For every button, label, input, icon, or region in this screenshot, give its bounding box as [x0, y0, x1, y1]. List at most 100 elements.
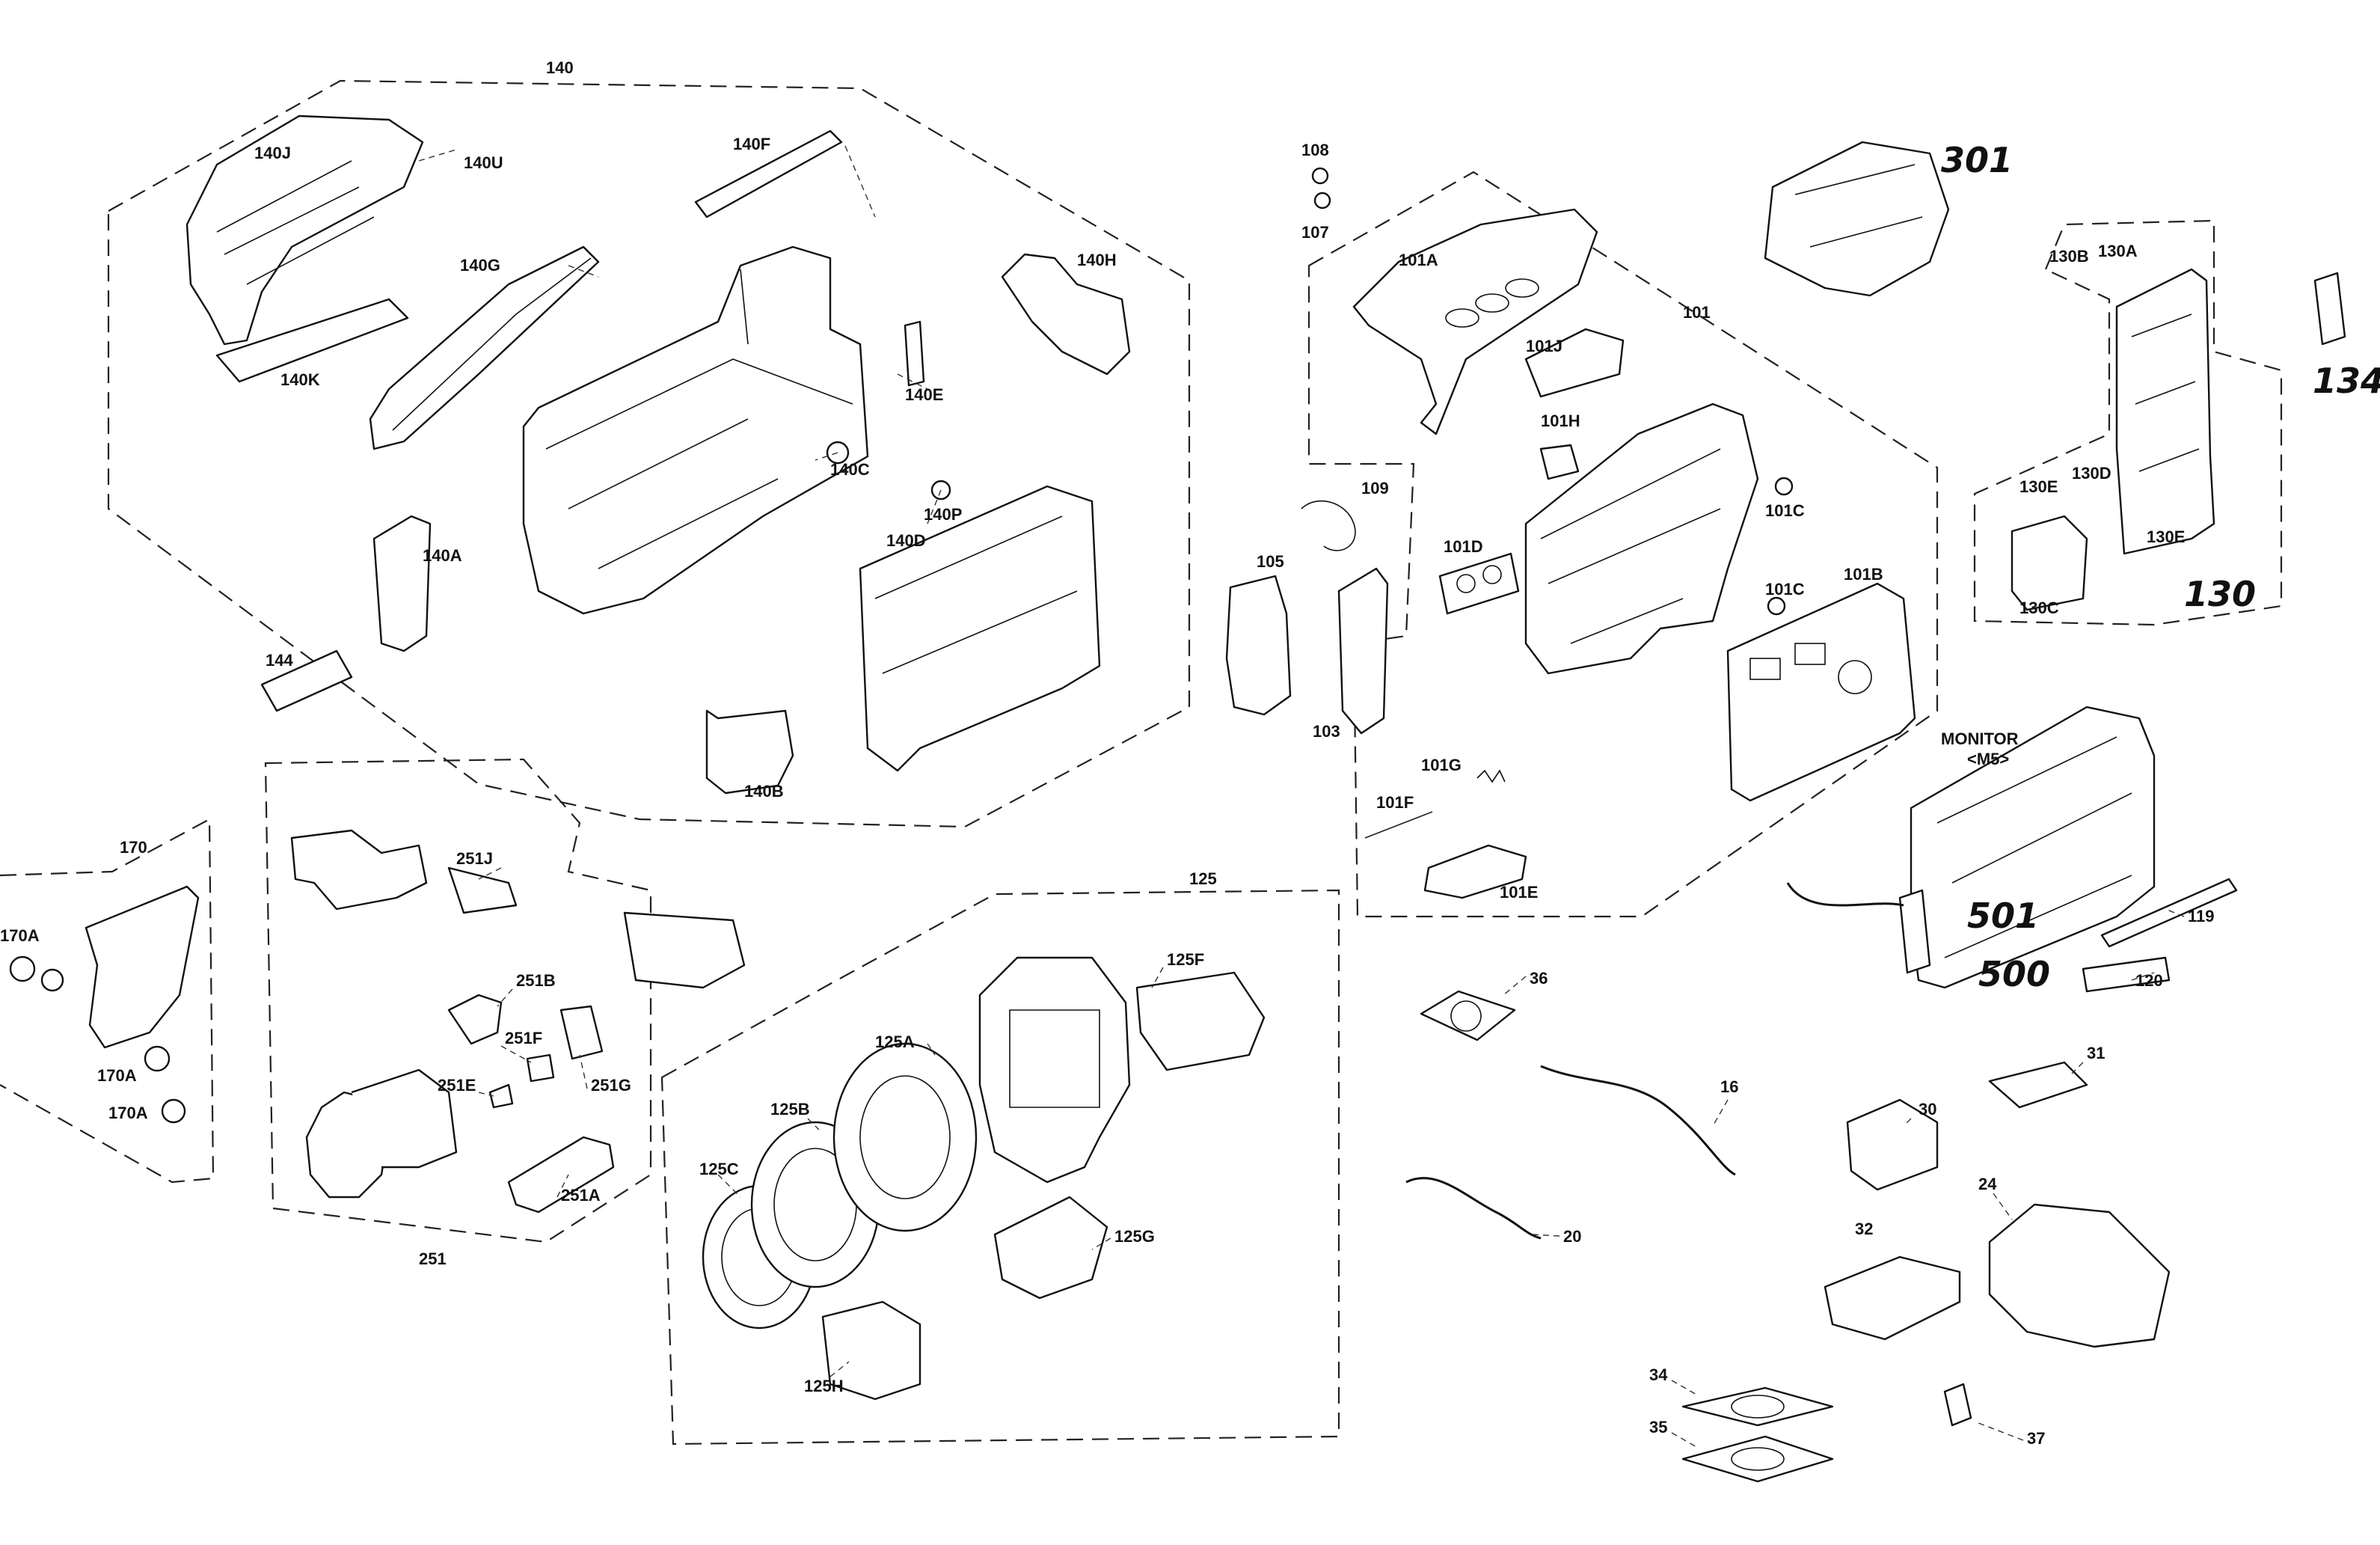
part-101F [1364, 811, 1433, 839]
callout-130D: 130D [2072, 464, 2111, 483]
part-140F [694, 129, 843, 218]
part-101A-hole-1 [1445, 308, 1479, 328]
lens-mechanism-leaders [478, 867, 588, 1198]
part-107 [1313, 192, 1331, 209]
part-140K [215, 298, 409, 383]
part-140J-detail [216, 160, 375, 285]
group-101-boundary [1307, 171, 1939, 918]
part-125H [821, 1300, 921, 1401]
part-170A-gear-3 [144, 1045, 171, 1072]
part-101B-slot-2 [1794, 643, 1826, 665]
callout-251B: 251B [516, 971, 556, 990]
callout-170A-top: 170A [0, 926, 40, 945]
part-301-viewfinder [1764, 141, 1950, 297]
part-monitor-cable [1786, 882, 1904, 907]
part-170A-gear-4 [161, 1098, 186, 1124]
part-251J-flex [447, 866, 518, 914]
callout-251: 251 [419, 1249, 447, 1268]
callout-251F: 251F [505, 1029, 542, 1047]
part-125F [1135, 971, 1266, 1071]
part-108 [1311, 167, 1329, 185]
part-101-frame-detail [1540, 448, 1721, 644]
callout-501: 501 [1967, 896, 2039, 936]
callout-144: 144 [266, 651, 293, 670]
callout-140D: 140D [886, 531, 926, 550]
callout-251J: 251J [456, 849, 493, 868]
part-20-cable [1405, 1177, 1542, 1240]
part-251-side [623, 911, 746, 989]
part-101C-screw-1 [1774, 477, 1794, 496]
group-125-boundary [660, 889, 1340, 1445]
part-101B-hole [1838, 660, 1872, 694]
callout-101H: 101H [1541, 412, 1580, 430]
callout-101B: 101B [1844, 565, 1883, 584]
part-35 [1681, 1435, 1834, 1483]
callout-251E: 251E [438, 1076, 476, 1095]
part-501-lcd-housing [1910, 706, 2156, 989]
group-170 [0, 818, 215, 1184]
part-251A [507, 1136, 615, 1214]
part-140D-detail [874, 515, 1078, 674]
part-32 [1824, 1255, 1961, 1341]
callout-labels: 140 140J 140U 140G 140K 140F 140H 140E 1… [0, 58, 2380, 1448]
callout-140P: 140P [924, 505, 962, 524]
lens-leaders [717, 967, 1164, 1377]
part-501-detail [1936, 736, 2132, 958]
part-101-frame [1524, 403, 1759, 675]
callout-35: 35 [1649, 1418, 1667, 1437]
callout-170A-bottom: 170A [108, 1104, 148, 1122]
part-251F [526, 1053, 555, 1083]
part-140D [859, 485, 1101, 772]
part-251B [447, 994, 503, 1045]
part-134 [2313, 272, 2346, 346]
callout-301: 301 [1941, 140, 2013, 180]
callout-101G: 101G [1421, 756, 1462, 774]
callout-140A: 140A [423, 546, 462, 565]
part-109 [1301, 500, 1356, 551]
part-31 [1988, 1061, 2088, 1109]
part-101B-slot-1 [1749, 658, 1781, 680]
callout-30: 30 [1919, 1100, 1936, 1119]
callout-130C: 130C [2019, 599, 2059, 617]
callout-130: 130 [2184, 574, 2256, 614]
part-251J [290, 829, 428, 911]
part-125A-inner [859, 1075, 951, 1199]
part-36-ring [1450, 1000, 1482, 1032]
part-140A [372, 515, 432, 652]
group-140-leaders [418, 145, 942, 524]
callout-109: 109 [1361, 479, 1389, 498]
part-144 [260, 649, 353, 712]
callout-130E-left: 130E [2019, 477, 2058, 496]
callout-251G: 251G [591, 1076, 631, 1095]
callout-108: 108 [1301, 141, 1329, 159]
callout-101D: 101D [1444, 537, 1483, 556]
part-main-chassis [522, 245, 869, 615]
part-140J [185, 114, 424, 346]
part-170A-gear-2 [40, 968, 64, 992]
group-accessories [1405, 990, 2171, 1483]
callout-140G: 140G [460, 256, 500, 275]
callout-monitor: MONITOR [1941, 729, 2019, 748]
part-37 [1943, 1383, 1972, 1427]
part-101H [1539, 444, 1580, 480]
callout-32: 32 [1855, 1220, 1873, 1238]
callout-101C-upper: 101C [1765, 501, 1805, 520]
part-36 [1420, 990, 1516, 1041]
group-monitor [1786, 706, 2238, 993]
part-140E [904, 320, 925, 387]
callout-125A: 125A [875, 1032, 915, 1051]
callout-125H: 125H [804, 1377, 844, 1395]
group-140 [107, 79, 1191, 828]
part-101J [1524, 328, 1625, 398]
group-251-boundary [264, 758, 652, 1243]
callout-16: 16 [1720, 1077, 1738, 1096]
callout-140F: 140F [733, 135, 770, 153]
part-101D [1438, 552, 1520, 615]
part-130-panel-detail [2131, 313, 2200, 472]
part-125G [993, 1196, 1108, 1300]
part-101B [1726, 582, 1916, 802]
part-140H [1001, 253, 1131, 376]
callout-125F: 125F [1167, 950, 1204, 969]
callout-101F: 101F [1376, 793, 1414, 812]
part-120 [2082, 956, 2171, 993]
